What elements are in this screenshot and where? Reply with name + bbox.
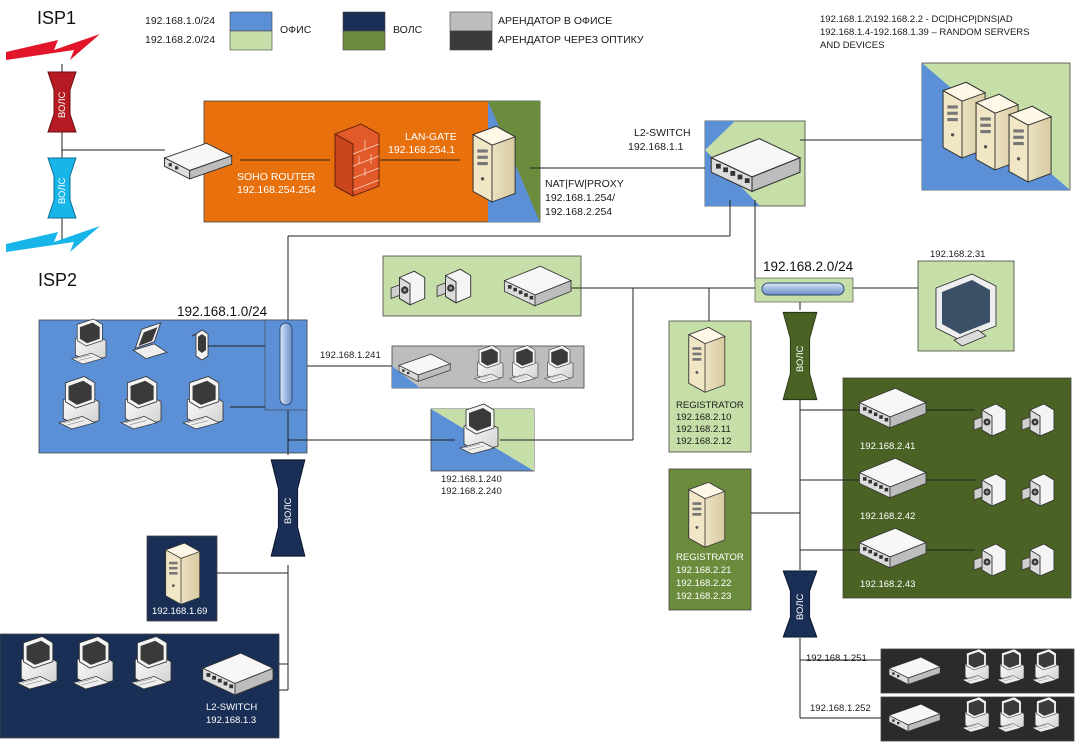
tenant-pc-icon	[509, 345, 539, 384]
camera-switch1-ip: 192.168.2.41	[860, 441, 916, 452]
isp1-lightning-icon	[6, 34, 100, 60]
net2-fiber-text-bottom: ВОЛС	[795, 593, 806, 620]
registrator1-server-icon	[688, 326, 726, 393]
legend-net1-label: 192.168.1.0/24	[145, 15, 216, 27]
legend-swatch-tenant-fiber	[449, 30, 493, 51]
dual-workstation-ip2: 192.168.2.240	[441, 486, 502, 497]
tenant-fiber-pc-icon	[1032, 648, 1060, 685]
legend-office-label: ОФИС	[280, 24, 312, 36]
lan-gate-name: LAN-GATE	[405, 131, 457, 143]
isp1-fiber-text: ВОЛС	[57, 91, 68, 118]
remote-pc-icon	[130, 635, 172, 690]
tenant-fiber-pc-icon	[1032, 696, 1060, 733]
tenant-pc-icon	[474, 345, 504, 384]
lan-gate-role: NAT|FW|PROXY	[545, 178, 624, 190]
registrator2-ip1: 192.168.2.21	[676, 565, 732, 576]
phone-icon	[191, 329, 209, 361]
dual-workstation-icon	[459, 403, 499, 455]
legend-tenant-office-label: АРЕНДАТОР В ОФИСЕ	[498, 15, 613, 27]
firewall-icon	[334, 123, 380, 197]
notes-line2: 192.168.1.4-192.168.1.39 – RANDOM SERVER…	[820, 27, 1030, 38]
remote-switch-name: L2-SWITCH	[206, 702, 258, 713]
main-switch-name: L2-SWITCH	[634, 127, 691, 139]
registrator1-ip1: 192.168.2.10	[676, 412, 732, 423]
isp2-label: ISP2	[38, 270, 78, 290]
legend-swatch-office-net2	[229, 30, 273, 51]
legend-net2-label: 192.168.2.0/24	[145, 34, 216, 46]
tenant-office-gw-ip: 192.168.1.241	[320, 350, 381, 361]
isp2-fiber-text: ВОЛС	[57, 177, 68, 204]
legend-swatch-office-net1	[229, 11, 273, 32]
tenant-fiber-pc-icon	[997, 648, 1025, 685]
remote-pc-icon	[72, 635, 114, 690]
tenant-fiber-ip2: 192.168.1.252	[810, 703, 871, 714]
remote-switch-ip: 192.168.1.3	[206, 715, 257, 726]
net1-fiber-text: ВОЛС	[283, 497, 294, 524]
legend-swatch-fiber-net1	[342, 11, 386, 32]
office-pc-icon	[182, 375, 224, 430]
tenant-fiber-pc-icon	[962, 648, 990, 685]
remote-server-ip: 192.168.1.69	[152, 606, 208, 617]
net2-bus-pipe	[761, 282, 845, 296]
remote-pc-icon	[16, 635, 58, 690]
registrator2-ip2: 192.168.2.22	[676, 578, 732, 589]
tenant-fiber-ip1: 192.168.1.251	[806, 653, 867, 664]
soho-router-ip: 192.168.254.254	[237, 184, 316, 196]
registrator2-ip3: 192.168.2.23	[676, 591, 732, 602]
notes-line1: 192.168.1.2\192.168.2.2 - DC|DHCP|DNS|AD	[820, 14, 1013, 25]
isp2-lightning-icon	[6, 226, 100, 252]
lan-gate-ip: 192.168.254.1	[388, 144, 456, 156]
remote-server-icon	[165, 542, 201, 605]
registrator2-server-icon	[688, 481, 726, 548]
net2-fiber-text-top: ВОЛС	[795, 345, 806, 372]
isp1-label: ISP1	[37, 8, 77, 28]
office-pc-icon	[71, 318, 107, 365]
camera-switch3-ip: 192.168.2.43	[860, 579, 916, 590]
net1-bus-label: 192.168.1.0/24	[177, 304, 268, 319]
tenant-pc-icon	[544, 345, 574, 384]
office-pc-icon	[120, 375, 162, 430]
monitor-ip: 192.168.2.31	[930, 249, 986, 260]
tenant-fiber-pc-icon	[997, 696, 1025, 733]
lan-gate-ip2: 192.168.2.254	[545, 206, 613, 218]
soho-router-name: SOHO ROUTER	[237, 171, 316, 183]
legend-swatch-fiber-net2	[342, 30, 386, 51]
registrator1-name: REGISTRATOR	[676, 400, 744, 411]
lan-gate-ip1: 192.168.1.254/	[545, 192, 616, 204]
dual-workstation-ip1: 192.168.1.240	[441, 474, 502, 485]
main-switch-ip: 192.168.1.1	[628, 141, 684, 153]
lan-gate-server-icon	[472, 125, 516, 203]
office-pc-icon	[58, 375, 100, 430]
registrator1-ip3: 192.168.2.12	[676, 436, 732, 447]
notes-line3: AND DEVICES	[820, 40, 885, 51]
registrator2-name: REGISTRATOR	[676, 552, 744, 563]
monitor-icon	[935, 273, 997, 347]
net1-bus-pipe	[279, 322, 293, 406]
net2-bus-label: 192.168.2.0/24	[763, 259, 854, 274]
tenant-fiber-pc-icon	[962, 696, 990, 733]
camera-switch2-ip: 192.168.2.42	[860, 511, 916, 522]
registrator1-ip2: 192.168.2.11	[676, 424, 731, 435]
legend-tenant-fiber-label: АРЕНДАТОР ЧЕРЕЗ ОПТИКУ	[498, 34, 644, 46]
legend-fiber-label: ВОЛС	[393, 24, 423, 36]
legend-swatch-tenant-office	[449, 11, 493, 32]
